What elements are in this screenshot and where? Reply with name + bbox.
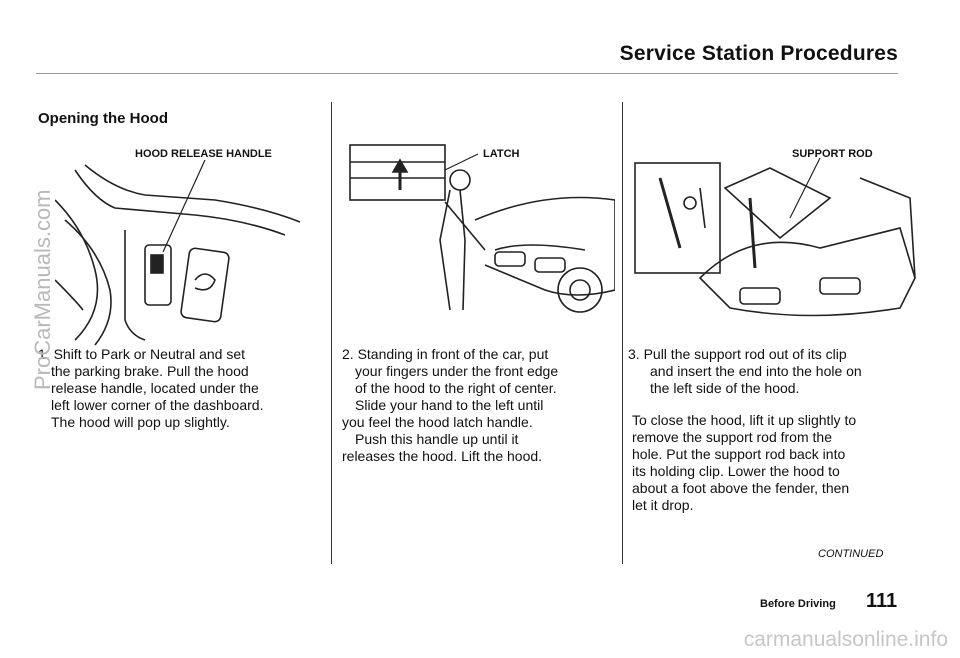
step-1-line: release handle, located under the	[51, 380, 259, 396]
footer-section-label: Before Driving	[760, 598, 836, 610]
step-2-line: your fingers under the front edge	[355, 363, 559, 379]
latch-callout: LATCH	[483, 148, 520, 160]
continued-label: CONTINUED	[818, 548, 884, 560]
step-2-line: 2. Standing in front of the car, put	[342, 346, 549, 362]
section-title: Opening the Hood	[38, 110, 168, 127]
closing-line: let it drop.	[632, 497, 694, 513]
step-2-line: you feel the hood latch handle.	[342, 414, 533, 430]
header-divider	[36, 73, 898, 74]
page-header-title: Service Station Procedures	[619, 42, 898, 65]
hood-release-handle-callout: HOOD RELEASE HANDLE	[135, 148, 272, 160]
step-1-line: left lower corner of the dashboard.	[51, 397, 264, 413]
page-number: 111	[866, 590, 898, 612]
step-2-line: Slide your hand to the left until	[355, 397, 544, 413]
latch-illustration	[349, 144, 615, 313]
step-1-line: the parking brake. Pull the hood	[51, 363, 249, 379]
step-3-text: 3. Pull the support rod out of its clip …	[628, 346, 928, 397]
closing-line: hole. Put the support rod back into	[632, 446, 846, 462]
column-divider-left	[331, 102, 332, 564]
column-divider-right	[622, 102, 623, 564]
step-2-line: Push this handle up until it	[355, 431, 519, 447]
step-2-line: of the hood to the right of center.	[355, 380, 557, 396]
hood-release-handle-illustration	[55, 160, 301, 346]
closing-paragraph: To close the hood, lift it up slightly t…	[632, 412, 932, 514]
step-3-line: 3. Pull the support rod out of its clip	[628, 346, 847, 362]
closing-line: about a foot above the fender, then	[632, 480, 850, 496]
closing-line: To close the hood, lift it up slightly t…	[632, 412, 857, 428]
step-2-text: 2. Standing in front of the car, put you…	[342, 346, 622, 465]
support-rod-callout: SUPPORT ROD	[792, 148, 873, 160]
step-3-line: and insert the end into the hole on	[650, 363, 862, 379]
step-1-text: 1. Shift to Park or Neutral and set the …	[38, 346, 328, 431]
step-1-line: 1. Shift to Park or Neutral and set	[38, 346, 245, 362]
watermark-left: ProCarManuals.com	[30, 189, 55, 390]
support-rod-illustration	[634, 158, 916, 317]
closing-line: remove the support rod from the	[632, 429, 832, 445]
step-3-line: the left side of the hood.	[650, 380, 800, 396]
step-2-line: releases the hood. Lift the hood.	[342, 448, 543, 464]
watermark-bottom: carmanualsonline.info	[743, 628, 948, 651]
step-1-line: The hood will pop up slightly.	[51, 414, 230, 430]
closing-line: its holding clip. Lower the hood to	[632, 463, 840, 479]
